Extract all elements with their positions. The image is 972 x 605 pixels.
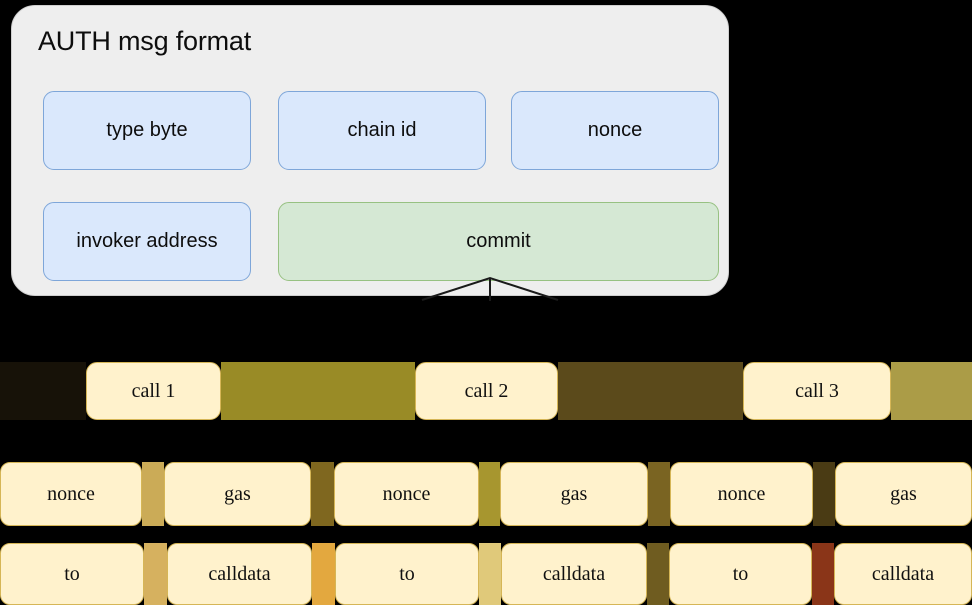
field-nonce[interactable]: nonce bbox=[511, 91, 719, 170]
calls-row: call 1 call 2 call 3 bbox=[0, 362, 972, 420]
nonce-gas-row-box-gas[interactable]: gas bbox=[835, 462, 972, 526]
nonce-gas-row-box-nonce[interactable]: nonce bbox=[334, 462, 479, 526]
field-commit[interactable]: commit bbox=[278, 202, 719, 281]
to-calldata-row-box-calldata[interactable]: calldata bbox=[167, 543, 312, 605]
calls-row-filler-6 bbox=[891, 362, 972, 420]
nonce-gas-row-box-nonce[interactable]: nonce bbox=[0, 462, 142, 526]
nonce-gas-row: nonce gas nonce gas nonce gas bbox=[0, 462, 972, 526]
to-calldata-row-box-calldata[interactable]: calldata bbox=[501, 543, 647, 605]
calls-row-filler-0 bbox=[0, 362, 86, 420]
field-type-byte[interactable]: type byte bbox=[43, 91, 251, 170]
calls-row-filler-4 bbox=[558, 362, 743, 420]
auth-msg-format-card: AUTH msg format type byte chain id nonce… bbox=[11, 5, 729, 296]
calls-row-filler-2 bbox=[221, 362, 415, 420]
to-calldata-row: to calldata to calldata to calldata bbox=[0, 543, 972, 605]
to-calldata-row-filler-3 bbox=[312, 543, 335, 605]
nonce-gas-row-box-nonce[interactable]: nonce bbox=[670, 462, 813, 526]
nonce-gas-row-filler-5 bbox=[479, 462, 500, 526]
calls-row-box-call-2[interactable]: call 2 bbox=[415, 362, 558, 420]
commit-to-calls-fan-icon bbox=[420, 276, 560, 302]
to-calldata-row-box-to[interactable]: to bbox=[335, 543, 479, 605]
nonce-gas-row-box-gas[interactable]: gas bbox=[500, 462, 648, 526]
card-title: AUTH msg format bbox=[38, 26, 252, 56]
nonce-gas-row-filler-7 bbox=[648, 462, 670, 526]
field-invoker-address[interactable]: invoker address bbox=[43, 202, 251, 281]
calls-row-box-call-1[interactable]: call 1 bbox=[86, 362, 221, 420]
to-calldata-row-filler-1 bbox=[144, 543, 167, 605]
nonce-gas-row-box-gas[interactable]: gas bbox=[164, 462, 311, 526]
calls-row-box-call-3[interactable]: call 3 bbox=[743, 362, 891, 420]
to-calldata-row-filler-7 bbox=[647, 543, 669, 605]
field-chain-id[interactable]: chain id bbox=[278, 91, 486, 170]
to-calldata-row-filler-9 bbox=[812, 543, 834, 605]
nonce-gas-row-filler-3 bbox=[311, 462, 334, 526]
nonce-gas-row-filler-9 bbox=[813, 462, 835, 526]
to-calldata-row-box-to[interactable]: to bbox=[0, 543, 144, 605]
nonce-gas-row-filler-1 bbox=[142, 462, 164, 526]
to-calldata-row-box-calldata[interactable]: calldata bbox=[834, 543, 972, 605]
to-calldata-row-filler-5 bbox=[479, 543, 501, 605]
to-calldata-row-box-to[interactable]: to bbox=[669, 543, 812, 605]
